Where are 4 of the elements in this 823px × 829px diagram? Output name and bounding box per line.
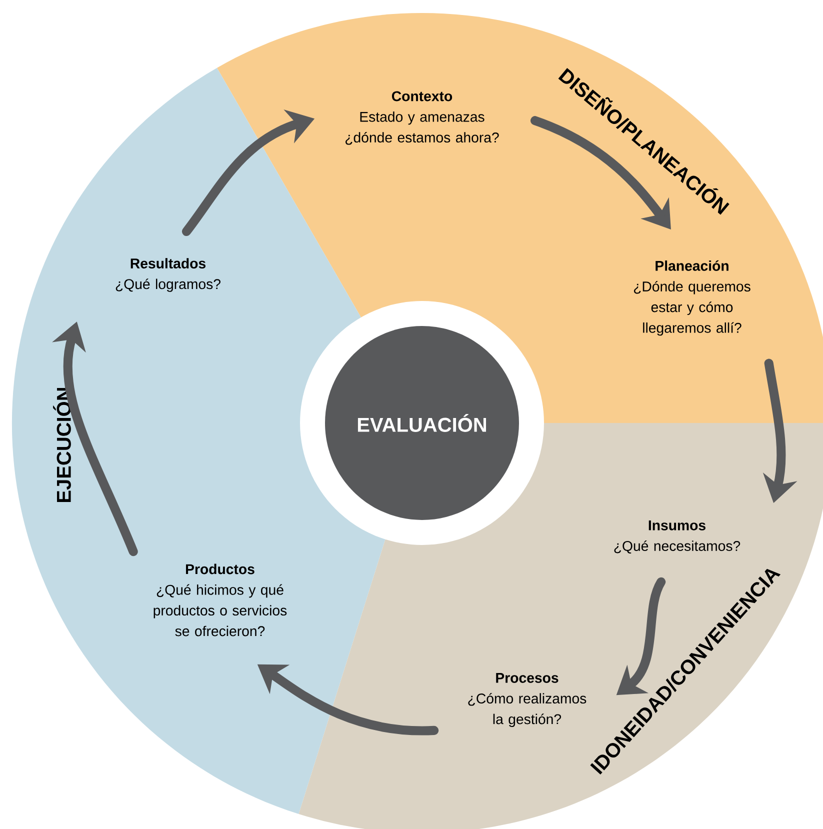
step-text: Productos ¿Qué hicimos y qué productos o servicios se ofrecieron?	[154, 564, 287, 636]
step-text: Planeación ¿Dónde queremos estar y cómo llegaremos allí?	[634, 260, 750, 336]
step-text: Procesos ¿Cómo realizamos la gestión?	[468, 673, 586, 727]
step-text: Insumos ¿Qué necesitamos?	[614, 520, 740, 554]
